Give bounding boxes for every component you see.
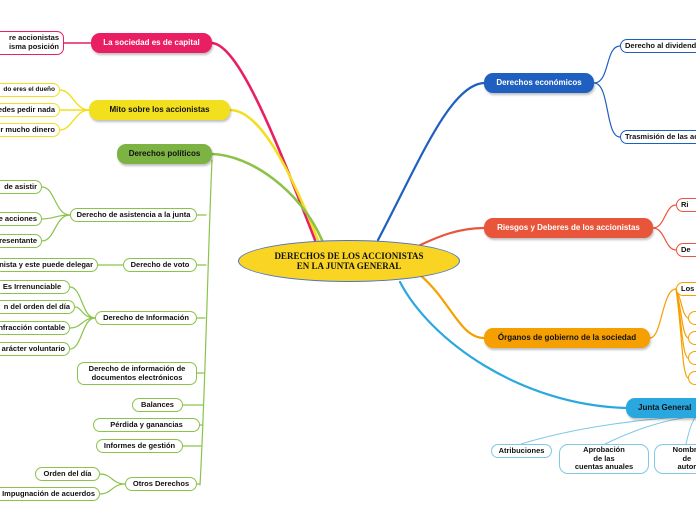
leaf-organos-sub-2[interactable] xyxy=(688,331,696,345)
leaf-mito-3[interactable]: r mucho dinero xyxy=(0,123,60,137)
leaf-trasmision[interactable]: Trasmisión de las ac xyxy=(620,130,696,144)
leaf-atribuciones[interactable]: Atribuciones xyxy=(491,444,552,458)
leaf-asistencia-3[interactable]: resentante xyxy=(0,234,42,248)
link-economicos xyxy=(376,81,486,242)
leaf-riesgos-2[interactable]: De xyxy=(676,243,696,257)
link-junta xyxy=(398,280,628,410)
leaf-asistencia-2[interactable]: e acciones xyxy=(0,212,42,226)
leaf-asistencia-1[interactable]: de asistir xyxy=(0,180,42,194)
node-informacion[interactable]: Derecho de Información xyxy=(95,311,197,325)
leaf-impugnacion[interactable]: Impugnación de acuerdos xyxy=(0,487,100,501)
leaf-informacion-3[interactable]: nfracción contable xyxy=(0,321,70,335)
node-balances[interactable]: Balances xyxy=(132,398,183,412)
leaf-voto[interactable]: nista y este puede delegar xyxy=(0,258,98,272)
leaf-organos-los[interactable]: Los xyxy=(676,282,696,296)
node-asistencia[interactable]: Derecho de asistencia a la junta xyxy=(70,208,197,222)
leaf-organos-sub-4[interactable] xyxy=(688,371,696,385)
node-perdida[interactable]: Pérdida y ganancias xyxy=(93,418,200,432)
branch-politicos[interactable]: Derechos políticos xyxy=(117,144,212,164)
branch-riesgos[interactable]: Riesgos y Deberes de los accionistas xyxy=(484,218,653,238)
link-capital xyxy=(210,41,317,242)
branch-organos[interactable]: Órganos de gobierno de la sociedad xyxy=(484,328,650,348)
node-otros[interactable]: Otros Derechos xyxy=(125,477,197,491)
leaf-organos-sub-3[interactable] xyxy=(688,351,696,365)
branch-economicos[interactable]: Derechos económicos xyxy=(484,73,594,93)
leaf-organos-sub-1[interactable] xyxy=(688,311,696,325)
central-topic-line1: DERECHOS DE LOS ACCIONISTAS xyxy=(274,250,424,261)
link-politicos xyxy=(210,152,324,242)
central-topic-line2: EN LA JUNTA GENERAL xyxy=(296,261,402,271)
leaf-informacion-2[interactable]: n del orden del día xyxy=(0,300,75,314)
node-informes[interactable]: Informes de gestión xyxy=(96,439,183,453)
branch-capital[interactable]: La sociedad es de capital xyxy=(91,33,212,53)
link-mito xyxy=(228,108,320,242)
branch-mito[interactable]: Mito sobre los accionistas xyxy=(89,100,230,120)
leaf-informacion-1[interactable]: Es Irrenunciable xyxy=(0,280,70,294)
leaf-informacion-4[interactable]: arácter voluntario xyxy=(0,342,70,356)
leaf-riesgos-1[interactable]: Ri xyxy=(676,198,696,212)
branch-junta[interactable]: Junta General xyxy=(626,398,696,418)
leaf-mito-2[interactable]: uedes pedir nada xyxy=(0,103,60,117)
node-voto[interactable]: Derecho de voto xyxy=(123,258,197,272)
leaf-mito-1[interactable]: do eres el dueño xyxy=(0,83,60,97)
leaf-nombramiento[interactable]: Nombradeautor xyxy=(654,444,696,474)
leaf-orden-del-dia[interactable]: Orden del día xyxy=(35,467,100,481)
link-organos xyxy=(418,273,486,340)
leaf-dividendo[interactable]: Derecho al dividend xyxy=(620,39,696,53)
